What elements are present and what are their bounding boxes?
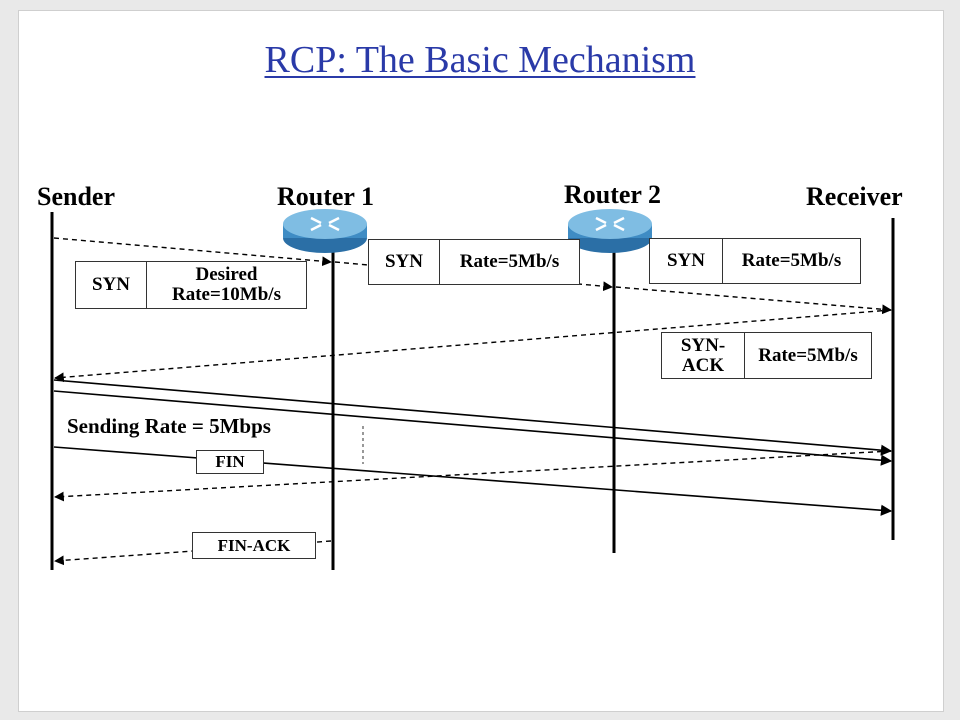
sending-rate-label: Sending Rate = 5Mbps [67,414,271,438]
syn-packet-3: SYN Rate=5Mb/s [649,238,861,284]
synack-arrow [54,309,892,383]
packet-info: Rate=5Mb/s [722,239,860,283]
data-arrow-1 [53,379,893,456]
syn-packet-2: SYN Rate=5Mb/s [368,239,580,285]
router2-icon [568,209,652,253]
receiver-label: Receiver [806,182,903,211]
syn-arrow-3 [615,286,892,315]
sender-label: Sender [37,182,115,211]
synack-packet: SYN-ACK Rate=5Mb/s [661,332,872,379]
fin-label: FIN [196,450,264,474]
page-title: RCP: The Basic Mechanism [264,39,696,81]
syn-arrow-1 [53,237,332,267]
ack-return-arrow [54,450,892,502]
syn-packet-1: SYN Desired Rate=10Mb/s [75,261,307,309]
packet-type: SYN [666,250,705,272]
fin-arrow [53,446,893,516]
packet-type: SYN [91,274,130,296]
packet-info: Rate=5Mb/s [439,240,579,284]
finack-label: FIN-ACK [192,532,316,559]
router2-label: Router 2 [564,180,662,209]
router1-label: Router 1 [277,182,375,211]
router1-icon [283,209,367,253]
packet-type: SYN-ACK [680,334,726,376]
packet-info: Rate=5Mb/s [744,333,871,378]
packet-type: SYN [384,251,423,273]
packet-info: Desired Rate=10Mb/s [146,262,306,308]
data-arrow-2 [53,390,893,466]
